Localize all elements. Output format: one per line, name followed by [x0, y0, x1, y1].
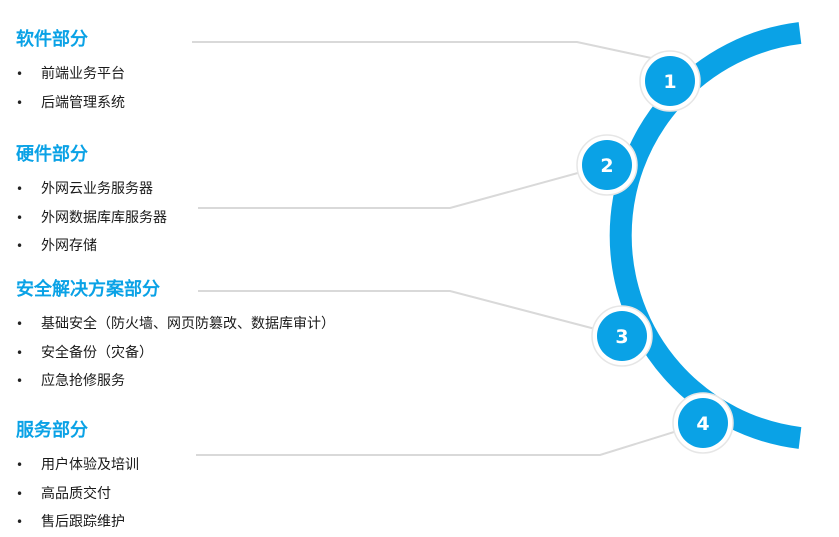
list-item: • 前端业务平台: [16, 60, 125, 89]
list-item: • 应急抢修服务: [16, 367, 335, 396]
badge-fill: [597, 311, 647, 361]
badge-fill: [678, 398, 728, 448]
connector-line: [198, 290, 623, 337]
section-list: • 基础安全（防火墙、网页防篡改、数据库审计） • 安全备份（灾备） • 应急抢修服务: [16, 310, 335, 396]
item-label: 前端业务平台: [41, 66, 125, 82]
item-label: 后端管理系统: [41, 94, 125, 111]
item-label: 用户体验及培训: [41, 457, 139, 473]
step-badge: 4: [672, 392, 734, 454]
list-item: • 基础安全（防火墙、网页防篡改、数据库审计）: [16, 310, 335, 339]
section-title: 服务部分: [16, 420, 88, 441]
item-label: 高品质交付: [41, 485, 111, 502]
item-label: 外网存储: [41, 238, 97, 254]
bullet-icon: •: [16, 239, 24, 253]
item-label: 外网数据库库服务器: [41, 209, 167, 226]
bullet-icon: •: [16, 67, 24, 81]
section-services: 服务部分 • 用户体验及培训 • 高品质交付 • 售后跟踪维护: [16, 420, 139, 537]
section-security: 安全解决方案部分 • 基础安全（防火墙、网页防篡改、数据库审计） • 安全备份（灾备…: [16, 279, 335, 396]
bullet-icon: •: [16, 486, 24, 501]
list-item: • 高品质交付: [16, 480, 139, 509]
item-label: 外网云业务服务器: [41, 181, 153, 197]
step-badge: 1: [639, 50, 701, 112]
section-list: • 用户体验及培训 • 高品质交付 • 售后跟踪维护: [16, 451, 139, 537]
badge-fill: [582, 140, 632, 190]
list-item: • 外网存储: [16, 232, 167, 261]
list-item: • 后端管理系统: [16, 89, 125, 118]
step-badge: 3: [591, 305, 653, 367]
badge-number: 2: [600, 155, 613, 177]
badge-number: 4: [696, 413, 709, 435]
step-badge: 2: [576, 134, 638, 196]
bullet-icon: •: [16, 458, 24, 472]
item-label: 应急抢修服务: [41, 373, 125, 389]
section-title: 软件部分: [16, 29, 88, 50]
bullet-icon: •: [16, 317, 24, 331]
list-item: • 用户体验及培训: [16, 451, 139, 480]
bullet-icon: •: [16, 182, 24, 196]
bullet-icon: •: [16, 210, 24, 225]
badge-number: 3: [615, 326, 628, 348]
list-item: • 外网数据库库服务器: [16, 204, 167, 233]
section-title: 安全解决方案部分: [16, 279, 160, 300]
list-item: • 售后跟踪维护: [16, 508, 139, 537]
connector-line: [198, 164, 608, 209]
badge-fill: [645, 56, 695, 106]
bullet-icon: •: [16, 374, 24, 388]
item-label: 售后跟踪维护: [41, 514, 125, 530]
list-item: • 外网云业务服务器: [16, 175, 167, 204]
bullet-icon: •: [16, 95, 24, 110]
section-software: 软件部分 • 前端业务平台 • 后端管理系统: [16, 29, 125, 117]
connector-line: [196, 422, 704, 456]
section-list: • 外网云业务服务器 • 外网数据库库服务器 • 外网存储: [16, 175, 167, 261]
list-item: • 安全备份（灾备）: [16, 339, 335, 368]
item-label: 安全备份（灾备）: [41, 344, 153, 361]
bullet-icon: •: [16, 345, 24, 360]
item-label: 基础安全（防火墙、网页防篡改、数据库审计）: [41, 316, 335, 332]
section-list: • 前端业务平台 • 后端管理系统: [16, 60, 125, 117]
section-title: 硬件部分: [16, 144, 88, 165]
badge-number: 1: [663, 71, 676, 93]
bullet-icon: •: [16, 515, 24, 529]
section-hardware: 硬件部分 • 外网云业务服务器 • 外网数据库库服务器 • 外网存储: [16, 144, 167, 261]
connector-line: [192, 41, 671, 63]
